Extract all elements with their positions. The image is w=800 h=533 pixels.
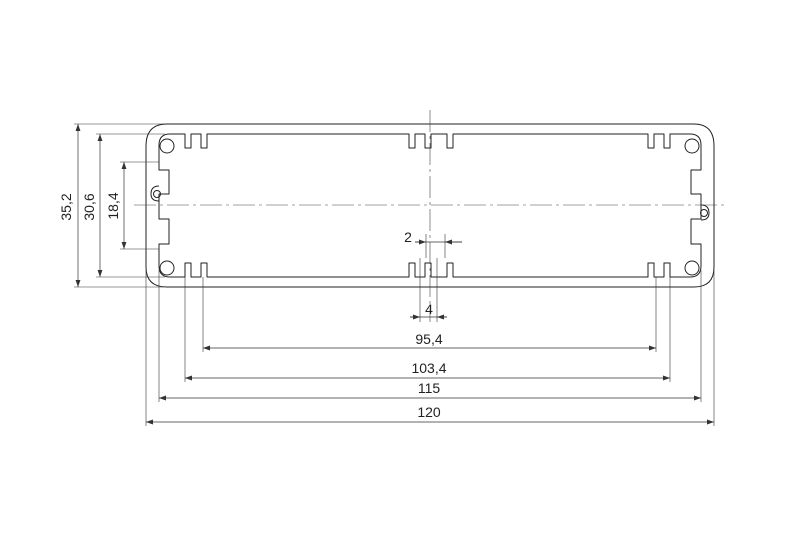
label-height-slot: 18,4 <box>105 192 121 219</box>
clip-hole-left <box>153 190 161 198</box>
label-height-inner: 30,6 <box>81 193 97 220</box>
label-width-115: 115 <box>418 380 441 396</box>
enclosure-profile <box>145 123 715 288</box>
label-gap-small: 2 <box>404 229 412 245</box>
label-height-outer: 35,2 <box>58 193 74 220</box>
clip-groove-left <box>150 185 160 202</box>
dimension-lines <box>75 124 714 425</box>
label-width-120: 120 <box>417 404 441 420</box>
label-width-95: 95,4 <box>415 331 442 347</box>
screw-boss-top-right <box>684 138 700 154</box>
extension-lines <box>74 123 715 426</box>
center-lines <box>134 110 728 322</box>
clip-hole-right <box>700 209 708 217</box>
screw-boss-bottom-right <box>684 260 700 276</box>
screw-boss-top-left <box>159 138 175 154</box>
label-width-103: 103,4 <box>411 360 446 376</box>
screw-boss-bottom-left <box>159 260 175 276</box>
clip-groove-right <box>700 204 710 221</box>
dimension-labels: 35,2 30,6 18,4 2 4 95,4 103,4 115 120 <box>58 192 447 420</box>
profile-outer-outline <box>145 123 715 288</box>
label-gap-center: 4 <box>425 301 433 317</box>
profile-inner-outline <box>158 133 702 278</box>
